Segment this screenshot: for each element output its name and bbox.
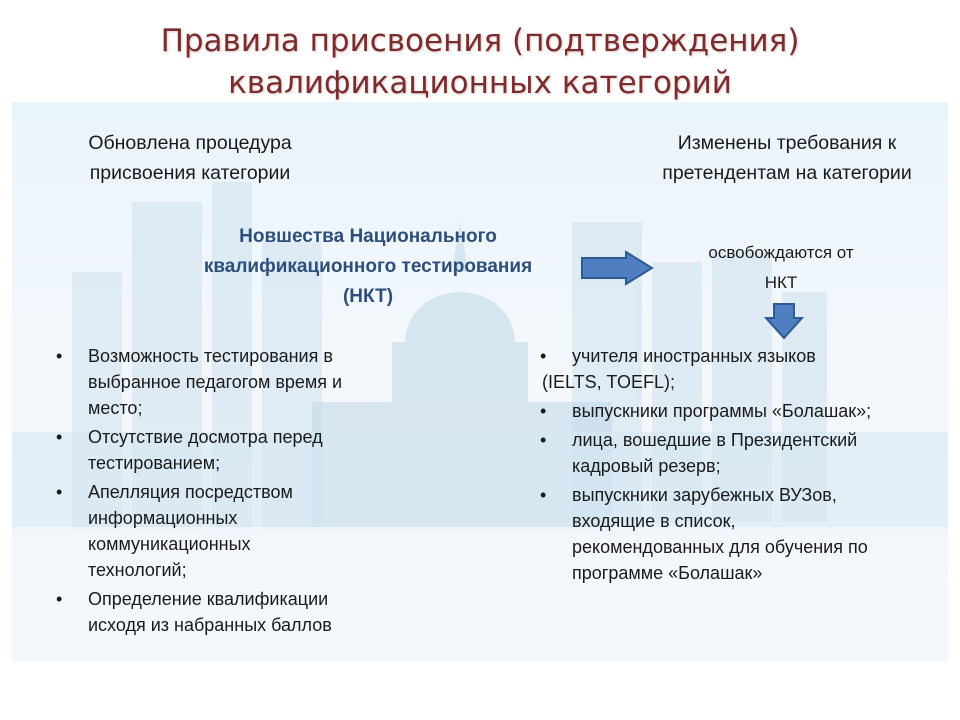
slide-title: Правила присвоения (подтверждения) квали… [0,20,960,104]
bullet: • [56,482,63,502]
list-item-line: технологий; [88,560,187,580]
bullet: • [540,485,547,505]
nkt-innovations-heading: Новшества Национального квалификационног… [160,222,576,312]
arrow-right-icon [581,250,654,286]
list-item: • Определение квалификации исходя из наб… [56,586,416,638]
list-item: • учителя иностранных языков (IELTS, TOE… [540,343,960,395]
list-item: • выпускники зарубежных ВУЗов, входящие … [540,482,960,586]
list-item: • Апелляция посредством информационных к… [56,479,416,583]
left-heading-line-2: присвоения категории [89,162,291,184]
list-item-line: информационных [88,508,238,528]
slide-title-line-1: Правила присвоения (подтверждения) [160,23,800,59]
left-heading-line-1: Обновлена процедура [88,132,292,154]
list-item: • Отсутствие досмотра перед тестирование… [56,424,416,476]
exempt-categories-list: • учителя иностранных языков (IELTS, TOE… [540,343,960,589]
nkt-line-2: квалификационного тестирования [203,256,533,277]
background-panel [12,102,948,662]
slide-title-line-2: квалификационных категорий [228,65,732,101]
list-item-line: Апелляция посредством [88,482,293,502]
list-item: • Возможность тестирования в выбранное п… [56,343,416,421]
list-item-line: выпускники программы «Болашак»; [572,401,872,421]
right-heading-line-2: претендентам на категории [662,162,912,184]
list-item-line: исходя из набранных баллов [88,615,332,635]
list-item-line: коммуникационных [88,534,251,554]
list-item-line: тестированием; [88,453,221,473]
nkt-line-1: Новшества Национального [239,226,497,247]
list-item-line: рекомендованных для обучения по [572,537,868,557]
list-item-line: кадровый резерв; [572,456,721,476]
list-item-line: выпускники зарубежных ВУЗов, [572,485,837,505]
list-item-line: учителя иностранных языков [572,346,816,366]
nkt-innovations-list: • Возможность тестирования в выбранное п… [56,343,416,641]
nkt-line-3: (НКТ) [342,286,394,307]
arrow-down-icon [764,303,804,340]
list-item-line: выбранное педагогом время и [88,372,343,392]
list-item-line: (IELTS, TOEFL); [542,372,676,392]
bullet: • [540,401,547,421]
list-item-line: Отсутствие досмотра перед [88,427,323,447]
bullet: • [56,589,63,609]
list-item-line: входящие в список, [572,511,736,531]
exempt-text: освобождаются от НКТ [676,238,886,298]
bullet: • [56,427,63,447]
right-heading-line-1: Изменены требования к [677,132,897,154]
list-item: • выпускники программы «Болашак»; [540,398,960,424]
list-item-line: Определение квалификации [88,589,329,609]
list-item-line: место; [88,398,143,418]
city-skyline-image [12,182,948,662]
list-item-line: программе «Болашак» [572,563,763,583]
bullet: • [56,346,63,366]
right-heading: Изменены требования к претендентам на ка… [612,128,960,188]
list-item-line: лица, вошедшие в Президентский [572,430,858,450]
bullet: • [540,430,547,450]
exempt-line-2: НКТ [764,273,798,292]
exempt-line-1: освобождаются от [708,243,854,262]
bullet: • [540,346,547,366]
list-item: • лица, вошедшие в Президентский кадровы… [540,427,960,479]
list-item-line: Возможность тестирования в [88,346,333,366]
left-heading: Обновлена процедура присвоения категории [40,128,340,188]
